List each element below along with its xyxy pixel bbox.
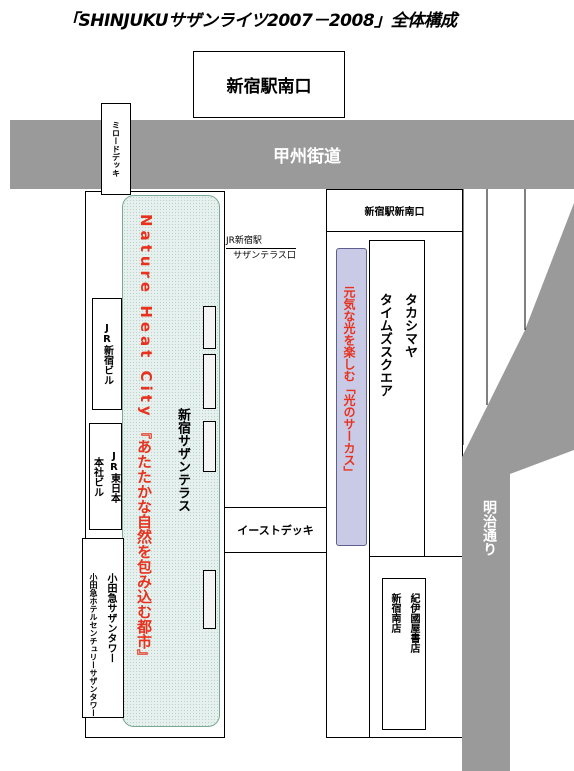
jr-east-hq-label-1: JR東日本 — [108, 450, 120, 503]
circus-of-light-label: 元気な光を楽しむ「光のサーカス」 — [342, 286, 356, 478]
jr-shinjuku-building: JR新宿ビル — [92, 298, 122, 410]
terrace-structure-4 — [203, 570, 216, 629]
odakyu-southern-tower: 小田急ホテルセンチュリーサザンタワー 小田急サザンタワー — [82, 538, 124, 718]
takashimaya-times-square: タイムズスクエア タカシマヤ — [369, 240, 425, 558]
miro-deck-label: ミロードデッキ — [111, 121, 121, 177]
nature-heat-city-band — [122, 195, 220, 727]
east-deck-box: イーストデッキ — [224, 507, 327, 553]
terrace-structure-1 — [203, 306, 216, 349]
kinokuniya-label-2: 新宿南店 — [389, 593, 400, 633]
terrace-structure-3 — [203, 421, 216, 472]
diagram-title: 「SHINJUKUサザンライツ2007－2008」全体構成 — [62, 11, 457, 31]
kinokuniya-bookstore: 新宿南店 紀伊國屋書店 — [382, 578, 426, 730]
south-terrace-exit-line: サザンテラス口 — [233, 251, 296, 261]
meiji-road-label: 明治通り — [481, 500, 497, 556]
jr-east-hq-building: 本社ビル JR東日本 — [89, 423, 122, 530]
jr-south-terrace-exit-label: JR新宿駅 サザンテラス口 — [226, 234, 296, 263]
nature-heat-city-jp-label: 『あたたかな自然を包み込む都市』 — [135, 424, 153, 664]
nature-heat-city-label: Nature Heat City — [137, 214, 155, 420]
south-exit-box: 新宿駅南口 — [193, 51, 345, 118]
meiji-road — [462, 203, 574, 771]
circus-of-light-band — [336, 248, 367, 546]
odakyu-tower-label: 小田急サザンタワー — [105, 573, 116, 663]
koshu-road-label: 甲州街道 — [273, 147, 341, 167]
kinokuniya-label-1: 紀伊國屋書店 — [408, 593, 419, 653]
jr-east-hq-label-2: 本社ビル — [91, 456, 103, 497]
miro-deck-box: ミロードデッキ — [101, 103, 131, 195]
takashimaya-label-1: タカシマヤ — [402, 293, 417, 358]
odakyu-hotel-label: 小田急ホテルセンチュリーサザンタワー — [89, 573, 98, 717]
south-terrace-label: 新宿サザンテラス — [175, 408, 190, 512]
takashimaya-label-2: タイムズスクエア — [377, 293, 392, 397]
jr-building-label: JR新宿ビル — [101, 323, 113, 385]
terrace-structure-2 — [203, 354, 216, 409]
